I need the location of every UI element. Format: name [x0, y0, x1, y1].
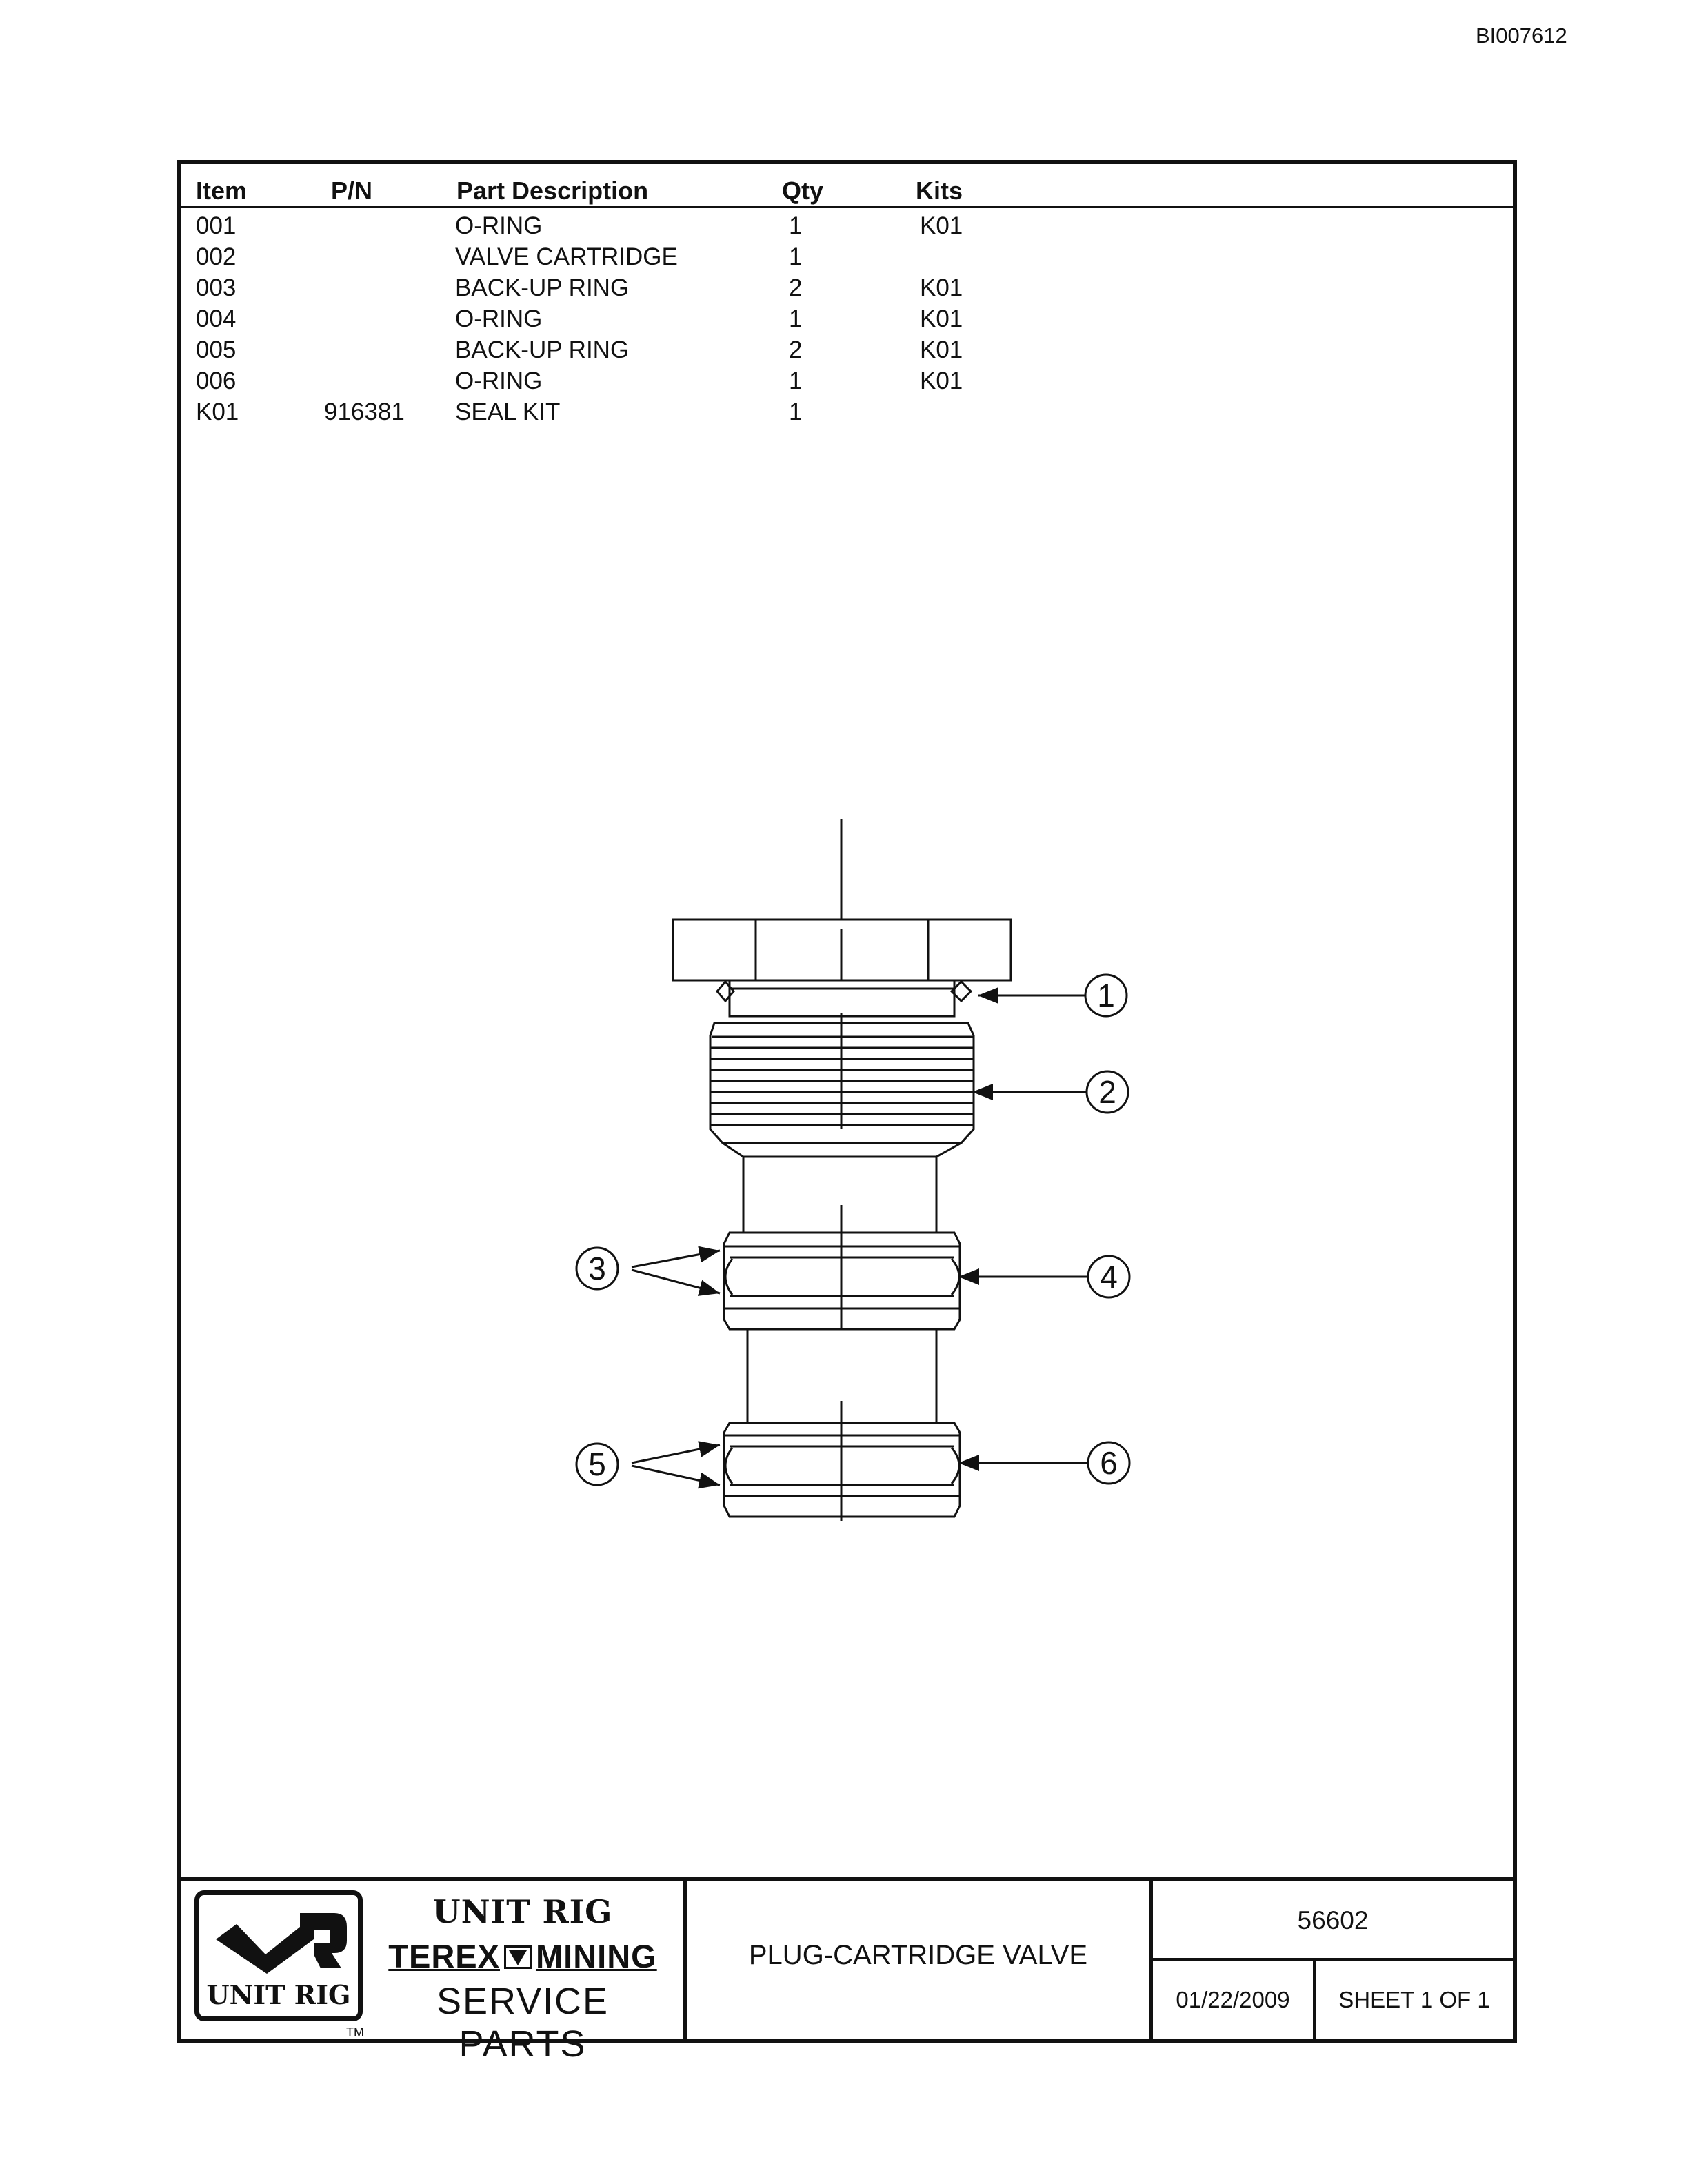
svg-text:1: 1	[1097, 978, 1115, 1013]
drawing-number: 56602	[1153, 1881, 1513, 1961]
brand-mining: MINING	[535, 1938, 657, 1974]
table-row: 006 O-RING 1 K01	[181, 367, 1513, 398]
svg-text:4: 4	[1100, 1259, 1118, 1295]
cell-description: O-RING	[455, 212, 543, 239]
unit-rig-logo-mark-icon	[216, 1913, 347, 1974]
cell-qty: 1	[789, 243, 803, 270]
header-pn: P/N	[331, 176, 373, 205]
trademark-mark: TM	[346, 2025, 364, 2039]
cell-kits: K01	[920, 274, 963, 301]
svg-text:6: 6	[1100, 1445, 1118, 1481]
sheet-count: SHEET 1 OF 1	[1338, 1987, 1490, 2012]
callout-3: 3	[575, 1246, 619, 1291]
cartridge-valve-drawing: 1 2 3 4 5 6	[575, 819, 1131, 1521]
cell-kits: K01	[920, 212, 963, 239]
cell-item: 004	[196, 305, 237, 332]
brand-panel: UNIT RIG UNIT RIG TEREX MINING SERVICE PA…	[181, 1881, 687, 2065]
cell-description: VALVE CARTRIDGE	[455, 243, 678, 270]
brand-service-parts: SERVICE PARTS	[436, 1981, 610, 2065]
cell-qty: 1	[789, 212, 803, 239]
cell-qty: 1	[789, 367, 803, 394]
table-row: 004 O-RING 1 K01	[181, 305, 1513, 336]
cell-qty: 2	[789, 274, 803, 301]
cell-qty: 1	[789, 305, 803, 332]
header-qty: Qty	[782, 176, 824, 205]
cell-kits: K01	[920, 336, 963, 363]
callout-1: 1	[1084, 973, 1128, 1018]
svg-text:2: 2	[1098, 1074, 1116, 1110]
cell-description: BACK-UP RING	[455, 336, 630, 363]
cell-pn: 916381	[324, 398, 405, 425]
cell-item: 006	[196, 367, 237, 394]
cell-item: 001	[196, 212, 237, 239]
cell-kits: K01	[920, 367, 963, 394]
logo-text: UNIT RIG	[206, 1979, 351, 2010]
table-row: 002 VALVE CARTRIDGE 1	[181, 243, 1513, 274]
table-row: 005 BACK-UP RING 2 K01	[181, 336, 1513, 367]
svg-text:5: 5	[588, 1446, 606, 1482]
title-block: UNIT RIG UNIT RIG TEREX MINING SERVICE PA…	[181, 1877, 1513, 2065]
parts-table-header: Item P/N Part Description Qty Kits	[181, 164, 1513, 208]
drawing-date: 01/22/2009	[1153, 1961, 1316, 2039]
callout-4: 4	[1087, 1255, 1131, 1299]
info-panel: 56602 01/22/2009 SHEET 1 OF 1	[1153, 1881, 1513, 2039]
cell-description: O-RING	[455, 305, 543, 332]
cell-description: O-RING	[455, 367, 543, 394]
table-row: 003 BACK-UP RING 2 K01	[181, 274, 1513, 305]
table-row: K01 916381 SEAL KIT 1	[181, 398, 1513, 429]
header-description: Part Description	[456, 176, 649, 205]
cell-kits: K01	[920, 305, 963, 332]
brand-terex-mining: TEREX MINING	[371, 1937, 674, 1975]
header-kits: Kits	[916, 176, 963, 205]
terex-emblem-icon	[503, 1945, 532, 1969]
callout-5: 5	[575, 1442, 619, 1486]
parts-sheet: Item P/N Part Description Qty Kits 001 O…	[177, 160, 1517, 2065]
callout-6: 6	[1087, 1441, 1131, 1485]
table-row: 001 O-RING 1 K01	[181, 212, 1513, 243]
header-item: Item	[196, 176, 248, 205]
cell-description: SEAL KIT	[455, 398, 561, 425]
cell-item: 002	[196, 243, 237, 270]
cell-item: 005	[196, 336, 237, 363]
brand-terex: TEREX	[388, 1938, 500, 1974]
drawing-title: PLUG-CARTRIDGE VALVE	[748, 1940, 1088, 1970]
cell-item: K01	[196, 398, 239, 425]
unit-rig-logo: UNIT RIG	[194, 1890, 363, 2021]
leader-lines	[631, 987, 1088, 1489]
cell-description: BACK-UP RING	[455, 274, 630, 301]
cell-qty: 2	[789, 336, 803, 363]
title-panel: PLUG-CARTRIDGE VALVE	[687, 1881, 1153, 2039]
cell-qty: 1	[789, 398, 803, 425]
callout-2: 2	[1085, 1070, 1129, 1114]
brand-unit-rig: UNIT RIG	[432, 1893, 613, 1930]
cell-item: 003	[196, 274, 237, 301]
valve-body	[672, 819, 1012, 1521]
svg-text:3: 3	[588, 1251, 606, 1286]
document-id: BI007612	[1476, 23, 1567, 48]
